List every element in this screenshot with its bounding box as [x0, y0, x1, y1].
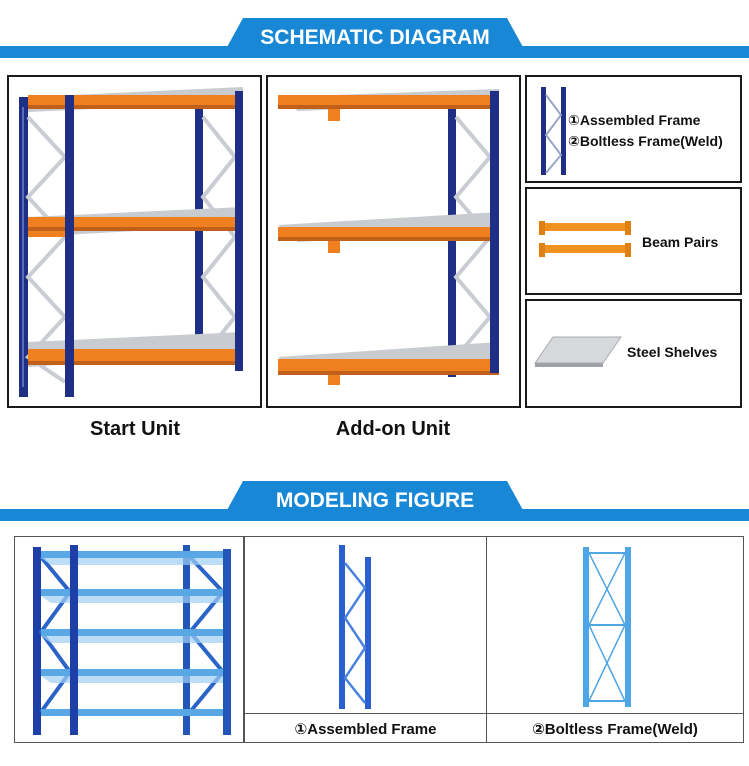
steel-shelf-icon — [534, 336, 622, 367]
modeling-full-rack-panel — [14, 536, 244, 743]
beam-pairs-label: Beam Pairs — [642, 234, 719, 250]
start-unit-illustration — [19, 87, 243, 397]
frame-label-boltless: ②Boltless Frame(Weld) — [568, 133, 723, 149]
frame-part-icon — [541, 87, 566, 175]
schematic-title: SCHEMATIC DIAGRAM — [221, 18, 529, 58]
beam-part-panel — [525, 187, 742, 295]
addon-unit-illustration — [278, 89, 499, 385]
modeling-boltless-frame-panel — [486, 536, 744, 714]
boltless-frame-model — [583, 547, 631, 707]
steel-shelves-label: Steel Shelves — [627, 344, 718, 360]
boltless-frame-caption-cell — [486, 713, 744, 743]
assembled-frame-caption-cell — [244, 713, 487, 743]
beam-pairs-icon — [539, 221, 631, 257]
addon-unit-caption: Add-on Unit — [335, 418, 451, 440]
frame-part-panel — [525, 75, 742, 183]
assembled-frame-caption: ①Assembled Frame — [294, 721, 437, 738]
boltless-frame-caption: ②Boltless Frame(Weld) — [532, 721, 698, 738]
full-rack-model — [33, 545, 231, 735]
start-unit-caption: Start Unit — [90, 418, 180, 440]
addon-unit-panel — [266, 75, 521, 408]
shelf-part-panel — [525, 299, 742, 408]
frame-label-assembled: ①Assembled Frame — [568, 112, 701, 128]
modeling-assembled-frame-panel — [244, 536, 487, 714]
start-unit-panel — [7, 75, 262, 408]
modeling-title: MODELING FIGURE — [221, 481, 529, 521]
assembled-frame-model — [339, 545, 371, 709]
